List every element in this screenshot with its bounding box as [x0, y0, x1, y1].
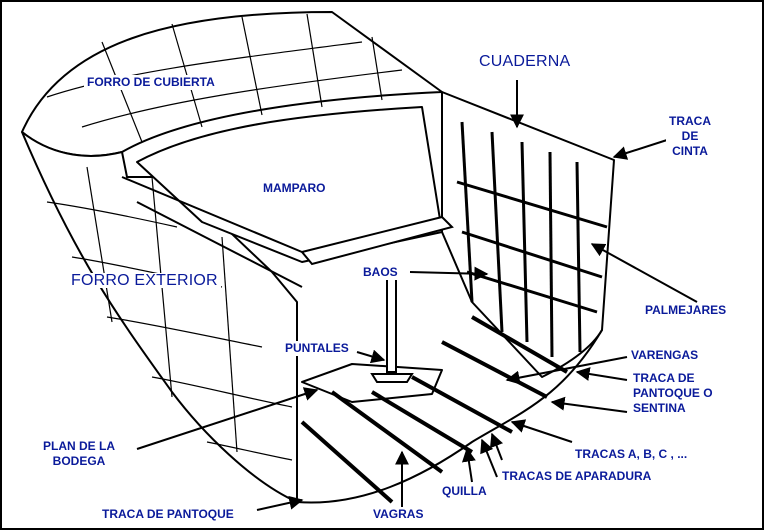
label-puntales: PUNTALES — [282, 341, 352, 356]
label-forro-exterior: FORRO EXTERIOR — [68, 273, 221, 289]
label-traca-sentina-line2: PANTOQUE O — [633, 386, 713, 400]
label-quilla: QUILLA — [439, 484, 490, 499]
frame-ribs — [460, 121, 582, 358]
label-cuaderna: CUADERNA — [476, 54, 574, 70]
bottom-shell — [296, 329, 603, 504]
deck-plate-seams — [46, 13, 403, 143]
deck-beams — [121, 176, 454, 288]
label-traca-de-pantoque: TRACA DE PANTOQUE — [99, 507, 237, 522]
label-traca-sentina-line3: SENTINA — [633, 401, 686, 415]
label-palmejares: PALMEJARES — [642, 303, 730, 318]
label-traca-de-cinta-line2: DE — [681, 129, 699, 143]
label-baos: BAOS — [360, 265, 401, 280]
label-plan-de-la-bodega: PLAN DE LA BODEGA — [40, 439, 118, 469]
label-traca-de-cinta-line1: TRACA — [669, 114, 711, 128]
label-plan-bodega-line1: PLAN DE LA — [43, 439, 115, 453]
label-leaders — [136, 80, 698, 511]
label-tracas-de-aparadura: TRACAS DE APARADURA — [499, 469, 655, 484]
label-plan-bodega-line2: BODEGA — [52, 454, 106, 468]
side-stringers — [456, 180, 608, 314]
label-varengas: VARENGAS — [628, 348, 702, 363]
label-traca-de-cinta: TRACA DE CINTA — [666, 114, 714, 159]
outer-hull-plating — [21, 131, 298, 503]
pillar — [370, 266, 414, 383]
label-forro-de-cubierta: FORRO DE CUBIERTA — [84, 75, 218, 90]
label-tracas-a-b-c: TRACAS A, B, C , ... — [572, 447, 691, 462]
label-traca-de-pantoque-o-sentina: TRACA DE PANTOQUE O SENTINA — [630, 371, 716, 416]
label-mamparo: MAMPARO — [260, 181, 329, 196]
label-traca-de-cinta-line3: CINTA — [672, 144, 708, 158]
label-traca-sentina-line1: TRACA DE — [633, 371, 695, 385]
label-vagras: VAGRAS — [370, 507, 427, 522]
floors-and-girders — [300, 315, 569, 504]
